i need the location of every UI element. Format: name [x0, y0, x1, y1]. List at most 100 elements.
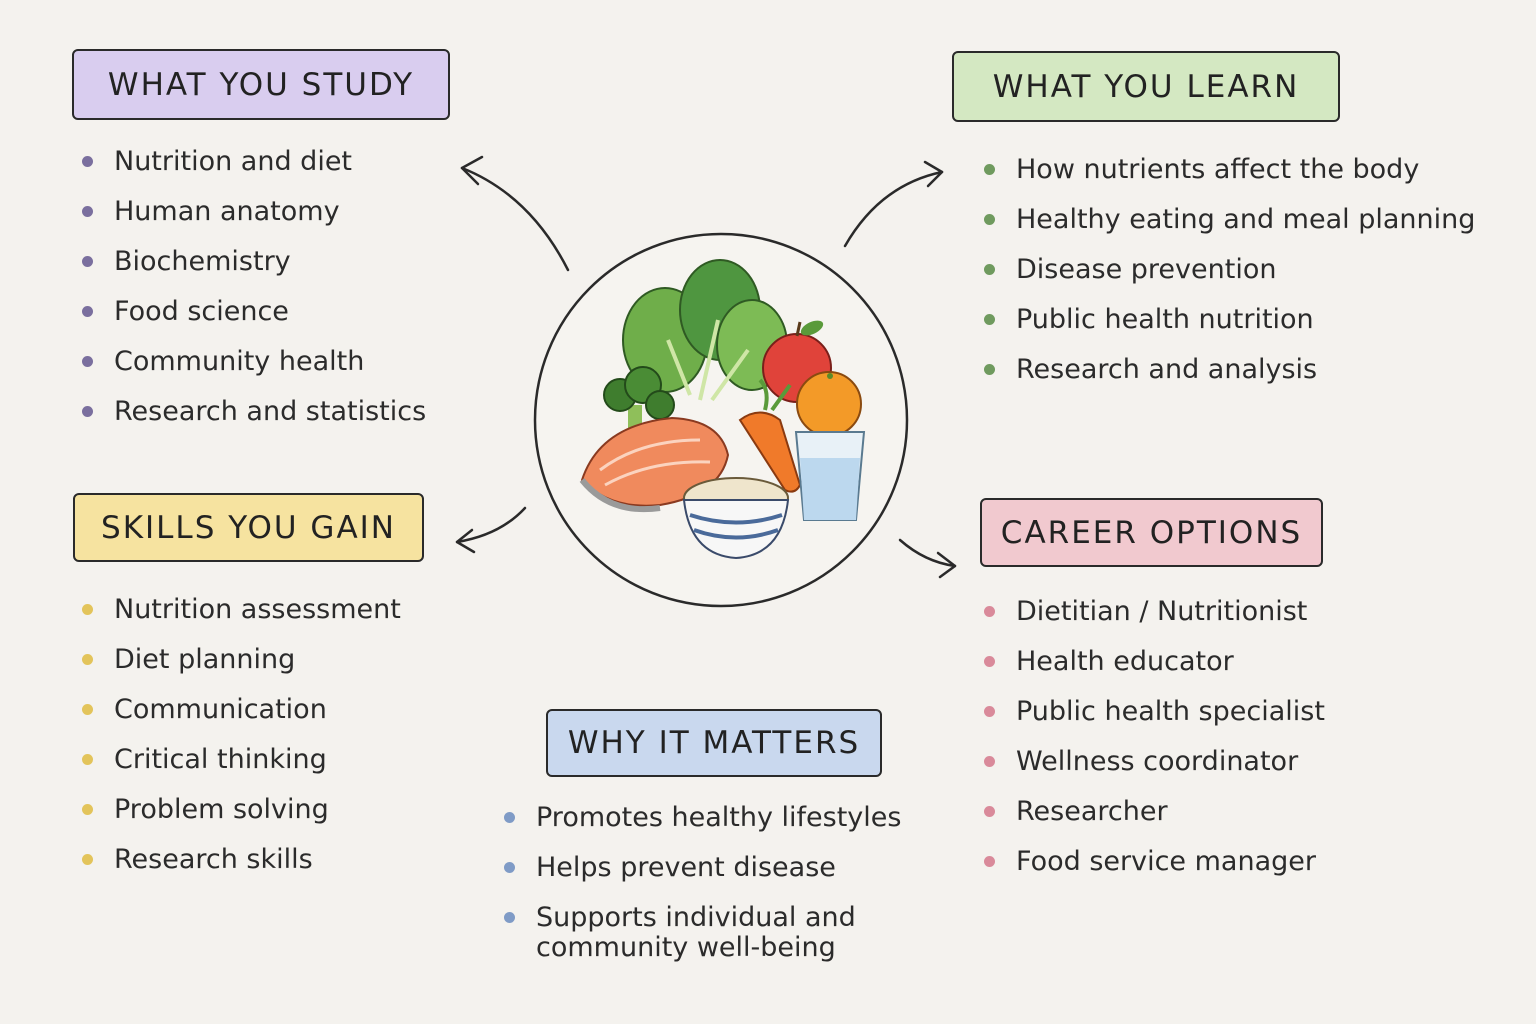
bullet-dot-icon [984, 164, 995, 175]
why-it-matters-title: WHY IT MATTERS [567, 725, 861, 761]
study-list-item: Nutrition and diet [76, 147, 426, 197]
bullet-dot-icon [82, 704, 93, 715]
why-item-text: Promotes healthy lifestyles [536, 802, 902, 833]
skills-item-text: Communication [114, 694, 327, 725]
learn-list-item: Public health nutrition [978, 305, 1475, 355]
learn-list-item: How nutrients affect the body [978, 155, 1475, 205]
arrowhead-study [460, 155, 484, 186]
skills-list-item: Critical thinking [76, 745, 401, 795]
bullet-dot-icon [82, 604, 93, 615]
what-you-learn-title: WHAT YOU LEARN [992, 68, 1300, 105]
career-list-item: Researcher [978, 797, 1325, 847]
why-list-item: Supports individual and community well-b… [498, 903, 876, 983]
bullet-dot-icon [82, 356, 93, 367]
learn-item-text: Public health nutrition [1016, 304, 1314, 335]
skills-list-item: Diet planning [76, 645, 401, 695]
bullet-dot-icon [82, 306, 93, 317]
study-item-text: Nutrition and diet [114, 146, 353, 177]
study-item-text: Biochemistry [114, 246, 291, 277]
skills-item-text: Problem solving [114, 794, 329, 825]
arrowhead-career [936, 551, 957, 579]
career-item-text: Dietitian / Nutritionist [1016, 596, 1308, 627]
bullet-dot-icon [82, 156, 93, 167]
what-you-learn-header: WHAT YOU LEARN [952, 51, 1340, 122]
bullet-dot-icon [984, 856, 995, 867]
why-item-text: Supports individual and community well-b… [536, 902, 856, 963]
skills-item-text: Critical thinking [114, 744, 327, 775]
bullet-dot-icon [984, 756, 995, 767]
bullet-dot-icon [984, 806, 995, 817]
skills-you-gain-header: SKILLS YOU GAIN [73, 493, 424, 562]
bullet-dot-icon [82, 804, 93, 815]
learn-list-item: Disease prevention [978, 255, 1475, 305]
learn-item-text: Disease prevention [1016, 254, 1277, 285]
career-list-item: Health educator [978, 647, 1325, 697]
what-you-study-header: WHAT YOU STUDY [72, 49, 450, 120]
career-options-header: CAREER OPTIONS [980, 498, 1323, 567]
skills-list-item: Nutrition assessment [76, 595, 401, 645]
career-list-item: Food service manager [978, 847, 1325, 897]
bullet-dot-icon [504, 812, 515, 823]
bullet-dot-icon [82, 854, 93, 865]
orange-icon [796, 371, 862, 437]
bullet-dot-icon [82, 256, 93, 267]
bullet-dot-icon [504, 862, 515, 873]
skills-item-text: Research skills [114, 844, 313, 875]
bullet-dot-icon [984, 606, 995, 617]
learn-list-item: Research and analysis [978, 355, 1475, 405]
bullet-dot-icon [984, 656, 995, 667]
study-list-item: Human anatomy [76, 197, 426, 247]
arrow-to-learn [843, 170, 944, 248]
bullet-dot-icon [984, 314, 995, 325]
career-list-item: Public health specialist [978, 697, 1325, 747]
why-item-text: Helps prevent disease [536, 852, 836, 883]
skills-list-item: Research skills [76, 845, 401, 895]
skills-item-text: Nutrition assessment [114, 594, 401, 625]
bullet-dot-icon [82, 754, 93, 765]
study-list-item: Biochemistry [76, 247, 426, 297]
career-list-item: Dietitian / Nutritionist [978, 597, 1325, 647]
arrow-to-study [460, 166, 570, 272]
bullet-dot-icon [984, 364, 995, 375]
skills-you-gain-title: SKILLS YOU GAIN [101, 509, 396, 546]
bullet-dot-icon [82, 406, 93, 417]
rice-bowl-icon [682, 477, 790, 560]
career-item-text: Health educator [1016, 646, 1234, 677]
career-item-text: Wellness coordinator [1016, 746, 1299, 777]
study-item-text: Food science [114, 296, 289, 327]
why-it-matters-header: WHY IT MATTERS [546, 709, 882, 777]
study-list-item: Food science [76, 297, 426, 347]
bullet-dot-icon [984, 264, 995, 275]
career-item-text: Food service manager [1016, 846, 1316, 877]
water-glass-icon [794, 431, 866, 521]
study-item-text: Human anatomy [114, 196, 340, 227]
bullet-dot-icon [82, 206, 93, 217]
bullet-dot-icon [504, 912, 515, 923]
bullet-dot-icon [984, 706, 995, 717]
study-list-item: Research and statistics [76, 397, 426, 447]
arrowhead-skills [455, 528, 476, 554]
skills-item-text: Diet planning [114, 644, 296, 675]
learn-item-text: How nutrients affect the body [1016, 154, 1420, 185]
study-item-text: Research and statistics [114, 396, 427, 427]
why-list-item: Promotes healthy lifestyles [498, 803, 901, 853]
career-options-title: CAREER OPTIONS [1000, 514, 1303, 551]
career-item-text: Researcher [1016, 796, 1168, 827]
learn-list-item: Healthy eating and meal planning [978, 205, 1475, 255]
career-item-text: Public health specialist [1016, 696, 1325, 727]
study-list-item: Community health [76, 347, 426, 397]
bullet-dot-icon [984, 214, 995, 225]
what-you-study-title: WHAT YOU STUDY [107, 66, 415, 103]
study-item-text: Community health [114, 346, 365, 377]
arrow-to-career [898, 538, 957, 568]
learn-item-text: Research and analysis [1016, 354, 1318, 385]
bullet-dot-icon [82, 654, 93, 665]
